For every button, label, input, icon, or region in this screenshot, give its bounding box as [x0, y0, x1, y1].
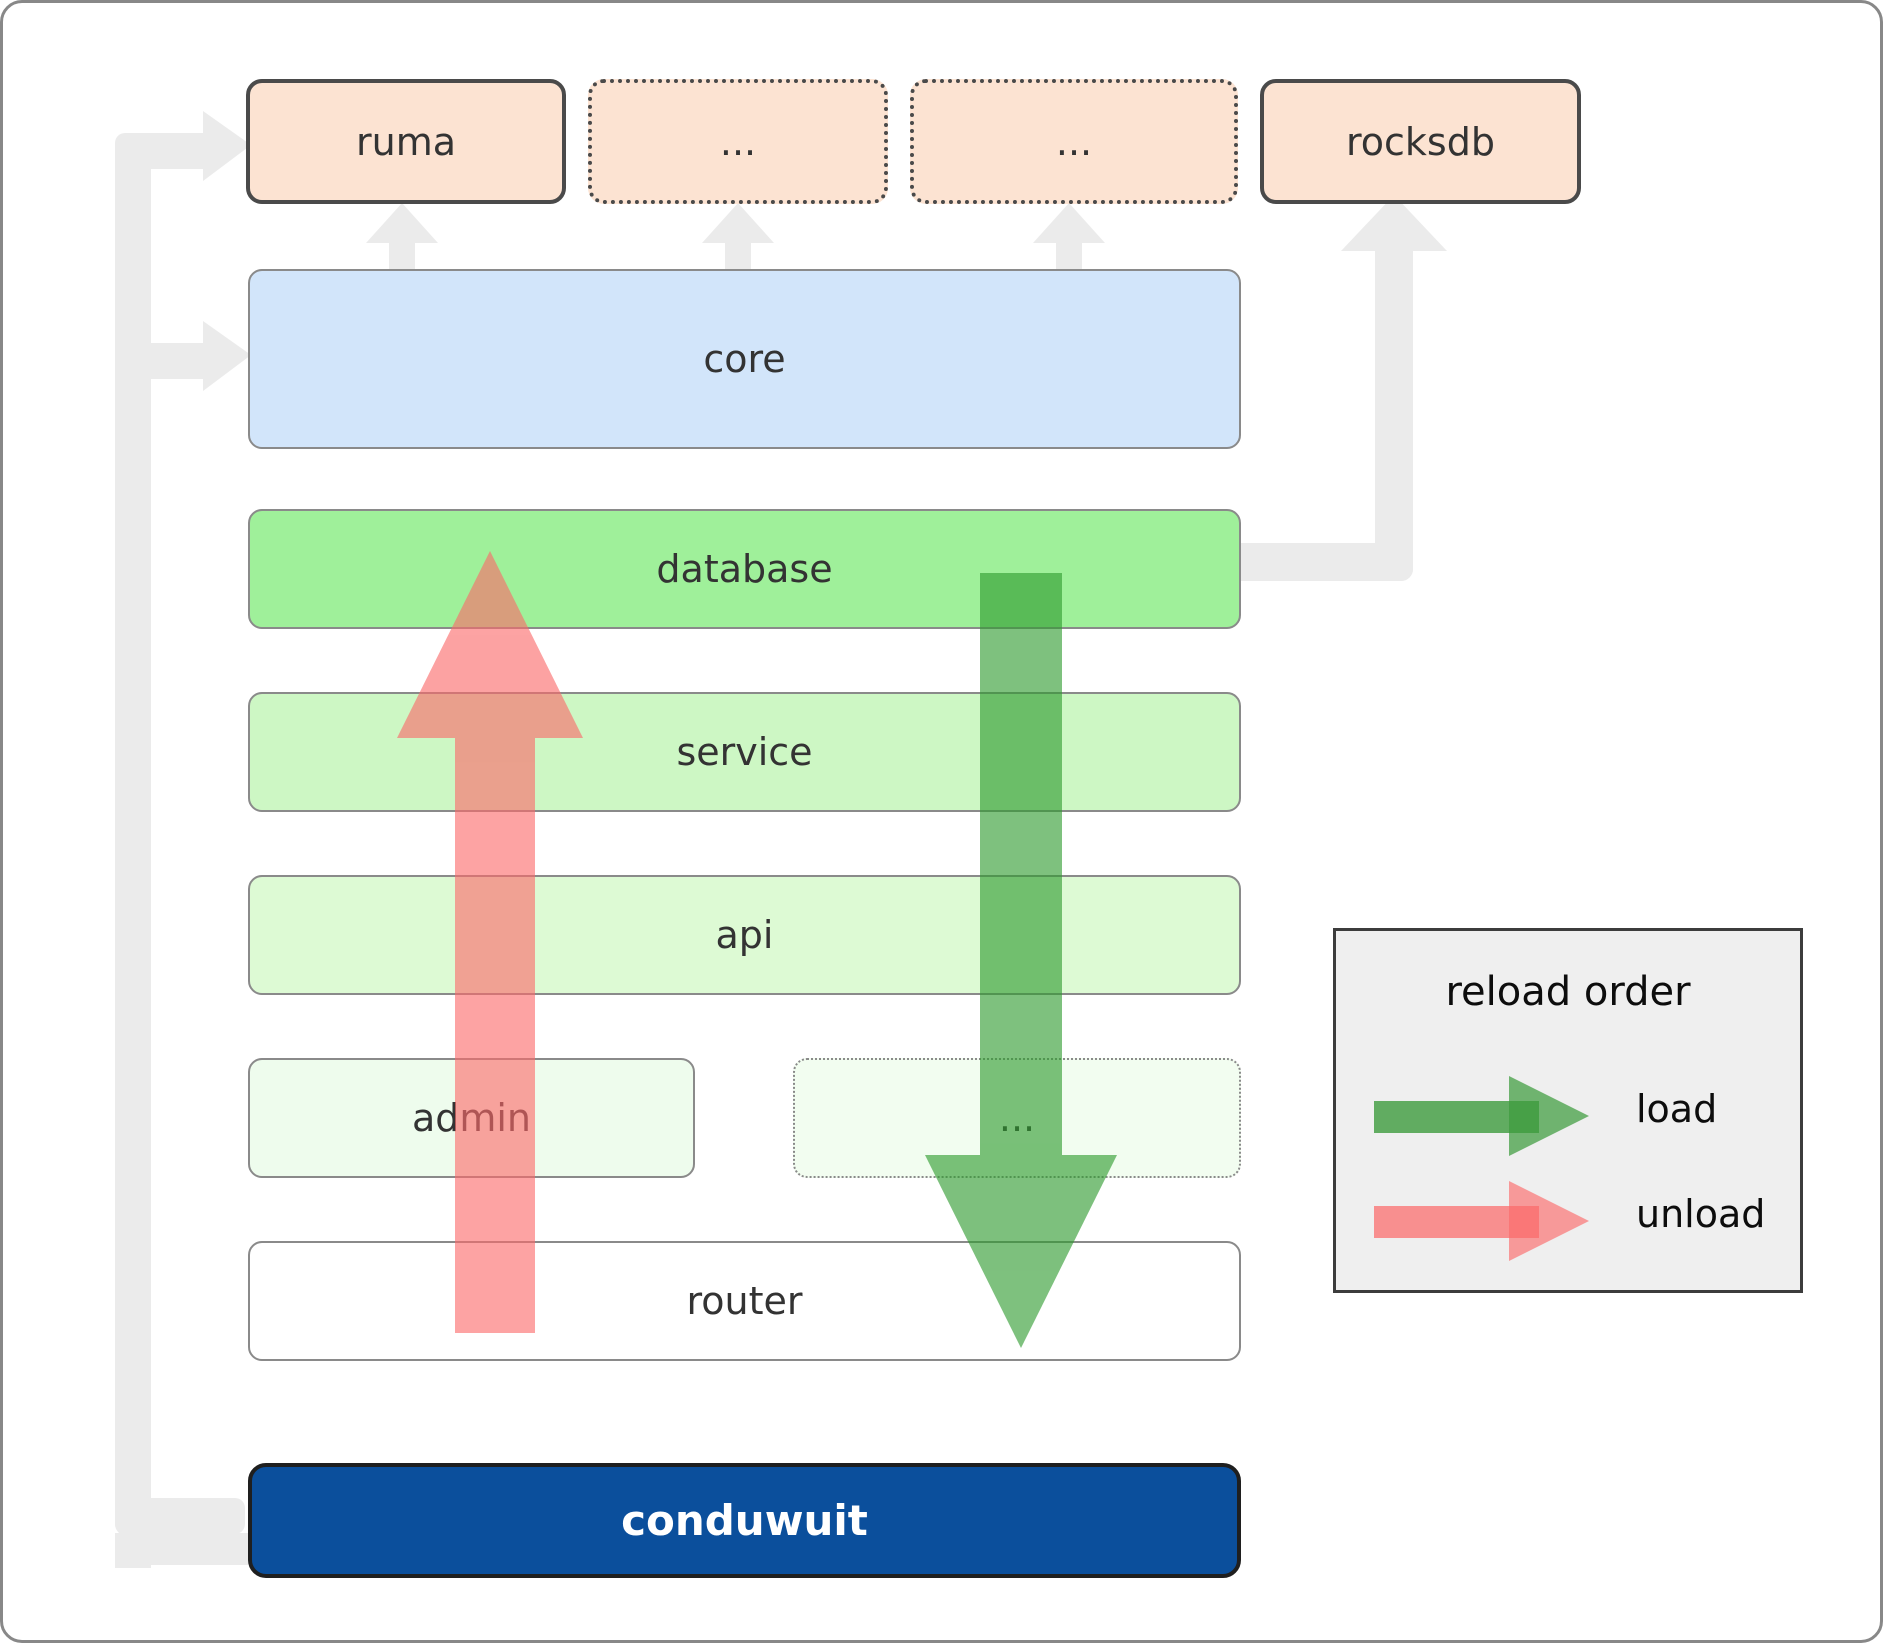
layer-box-database[interactable]: database — [248, 509, 1241, 629]
layer-box-admin[interactable]: admin — [248, 1058, 695, 1178]
layer-label: database — [656, 547, 833, 591]
layer-label: service — [676, 730, 813, 774]
dependency-box-ruma[interactable]: ruma — [246, 79, 566, 204]
layer-box-router[interactable]: router — [248, 1241, 1241, 1361]
layer-box-api[interactable]: api — [248, 875, 1241, 995]
dependency-label: rocksdb — [1346, 119, 1495, 164]
legend-load-label: load — [1636, 1087, 1718, 1131]
layer-box-placeholder[interactable]: ... — [793, 1058, 1241, 1178]
layer-label: core — [703, 337, 786, 381]
root-box-conduwuit[interactable]: conduwuit — [248, 1463, 1241, 1578]
layer-box-service[interactable]: service — [248, 692, 1241, 812]
dependency-label: ... — [1055, 119, 1093, 164]
layer-box-core[interactable]: core — [248, 269, 1241, 449]
layer-label: router — [686, 1279, 803, 1323]
legend-unload-arrow-icon — [1374, 1181, 1589, 1261]
dependency-label: ruma — [355, 119, 456, 164]
dependency-box-placeholder-1[interactable]: ... — [588, 79, 888, 204]
dependency-box-placeholder-2[interactable]: ... — [910, 79, 1238, 204]
layer-label: ... — [998, 1096, 1036, 1140]
legend-title: reload order — [1445, 969, 1691, 1015]
legend-entry-load: load — [1336, 1071, 1800, 1161]
root-label: conduwuit — [621, 1496, 868, 1545]
dependency-label: ... — [719, 119, 757, 164]
connector-lines — [115, 111, 1447, 1568]
layer-label: api — [715, 913, 774, 957]
layer-label: admin — [411, 1096, 532, 1140]
legend-entry-unload: unload — [1336, 1176, 1800, 1266]
dependency-box-rocksdb[interactable]: rocksdb — [1260, 79, 1581, 204]
legend-panel: reload order load unload — [1333, 928, 1803, 1293]
legend-unload-label: unload — [1636, 1192, 1766, 1236]
legend-load-arrow-icon — [1374, 1076, 1589, 1156]
